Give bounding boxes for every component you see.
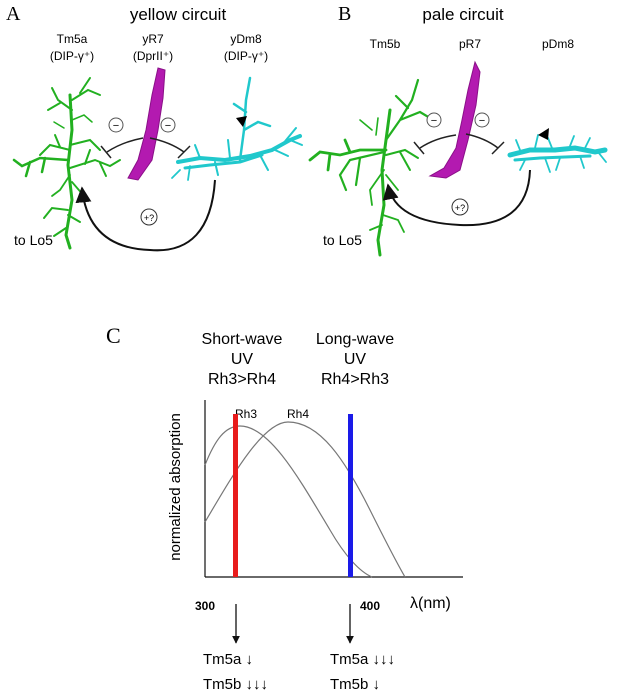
panel-b: B pale circuit Tm5b pR7 pDm8 − [308, 3, 608, 257]
rh4-curve [204, 421, 406, 578]
excite-symbol: +? [455, 203, 465, 213]
inhibit-tm5b: − [413, 112, 457, 155]
pdm8-neuron [507, 134, 608, 173]
pr7-label: pR7 [459, 37, 481, 51]
short-response-2: Tm5b ↓↓↓ [203, 676, 268, 693]
inhibit-ydm8: − [149, 117, 191, 159]
panel-a-letter: A [6, 3, 21, 25]
inhibit-symbol: − [431, 115, 437, 127]
short-header-2: UV [231, 351, 254, 368]
inhibit-pdm8: − [465, 112, 505, 155]
long-wave-bar [348, 414, 353, 577]
rh3-label: Rh3 [235, 407, 257, 421]
ydm8-sublabel: (DIP-γ⁺) [224, 49, 268, 63]
tm5a-neuron [12, 77, 121, 250]
tm5b-neuron [308, 78, 432, 257]
long-response-2: Tm5b ↓ [330, 676, 380, 693]
short-wave-bar [233, 414, 238, 577]
yr7-sublabel: (DprII⁺) [133, 49, 173, 63]
long-response-1: Tm5a ↓↓↓ [330, 651, 395, 668]
ydm8-neuron [171, 76, 303, 181]
panel-c: C Short-wave UV Rh3>Rh4 Long-wave UV Rh4… [106, 323, 463, 693]
output-label-b: to Lo5 [323, 232, 362, 248]
long-header-1: Long-wave [316, 331, 394, 348]
excite-a: +? [140, 208, 158, 226]
rh3-curve [204, 425, 373, 578]
panel-b-letter: B [338, 3, 351, 25]
x-tick-400: 400 [360, 599, 380, 613]
short-header-3: Rh3>Rh4 [208, 371, 276, 388]
pdm8-label: pDm8 [542, 37, 574, 51]
excite-symbol: +? [144, 213, 154, 223]
inhibit-tm5a: − [100, 117, 144, 159]
panel-c-letter: C [106, 323, 121, 348]
ydm8-arrowhead [236, 116, 247, 127]
inhibit-symbol: − [165, 120, 171, 132]
panel-b-title: pale circuit [422, 5, 504, 24]
x-tick-300: 300 [195, 599, 215, 613]
x-axis-label: λ(nm) [410, 595, 451, 612]
panel-a-title: yellow circuit [130, 5, 227, 24]
pdm8-arrowhead [538, 128, 549, 140]
short-response-1: Tm5a ↓ [203, 651, 253, 668]
tm5a-label: Tm5a [57, 32, 88, 46]
tm5a-sublabel: (DIP-γ⁺) [50, 49, 94, 63]
short-header-1: Short-wave [202, 331, 283, 348]
y-axis-label: normalized absorption [167, 413, 184, 561]
inhibit-symbol: − [113, 120, 119, 132]
inhibit-symbol: − [479, 115, 485, 127]
long-header-2: UV [344, 351, 367, 368]
long-header-3: Rh4>Rh3 [321, 371, 389, 388]
tm5b-label: Tm5b [370, 37, 401, 51]
pr7-neuron [428, 60, 481, 179]
excite-b: +? [451, 198, 469, 216]
feedback-arrow-b [382, 169, 531, 227]
yr7-neuron [127, 67, 166, 181]
yr7-label: yR7 [142, 32, 164, 46]
rh4-label: Rh4 [287, 407, 309, 421]
panel-a: A yellow circuit Tm5a (DIP-γ⁺) yR7 (DprI… [6, 3, 303, 252]
feedback-arrow-a [75, 179, 216, 252]
ydm8-label: yDm8 [230, 32, 262, 46]
output-label-a: to Lo5 [14, 232, 53, 248]
